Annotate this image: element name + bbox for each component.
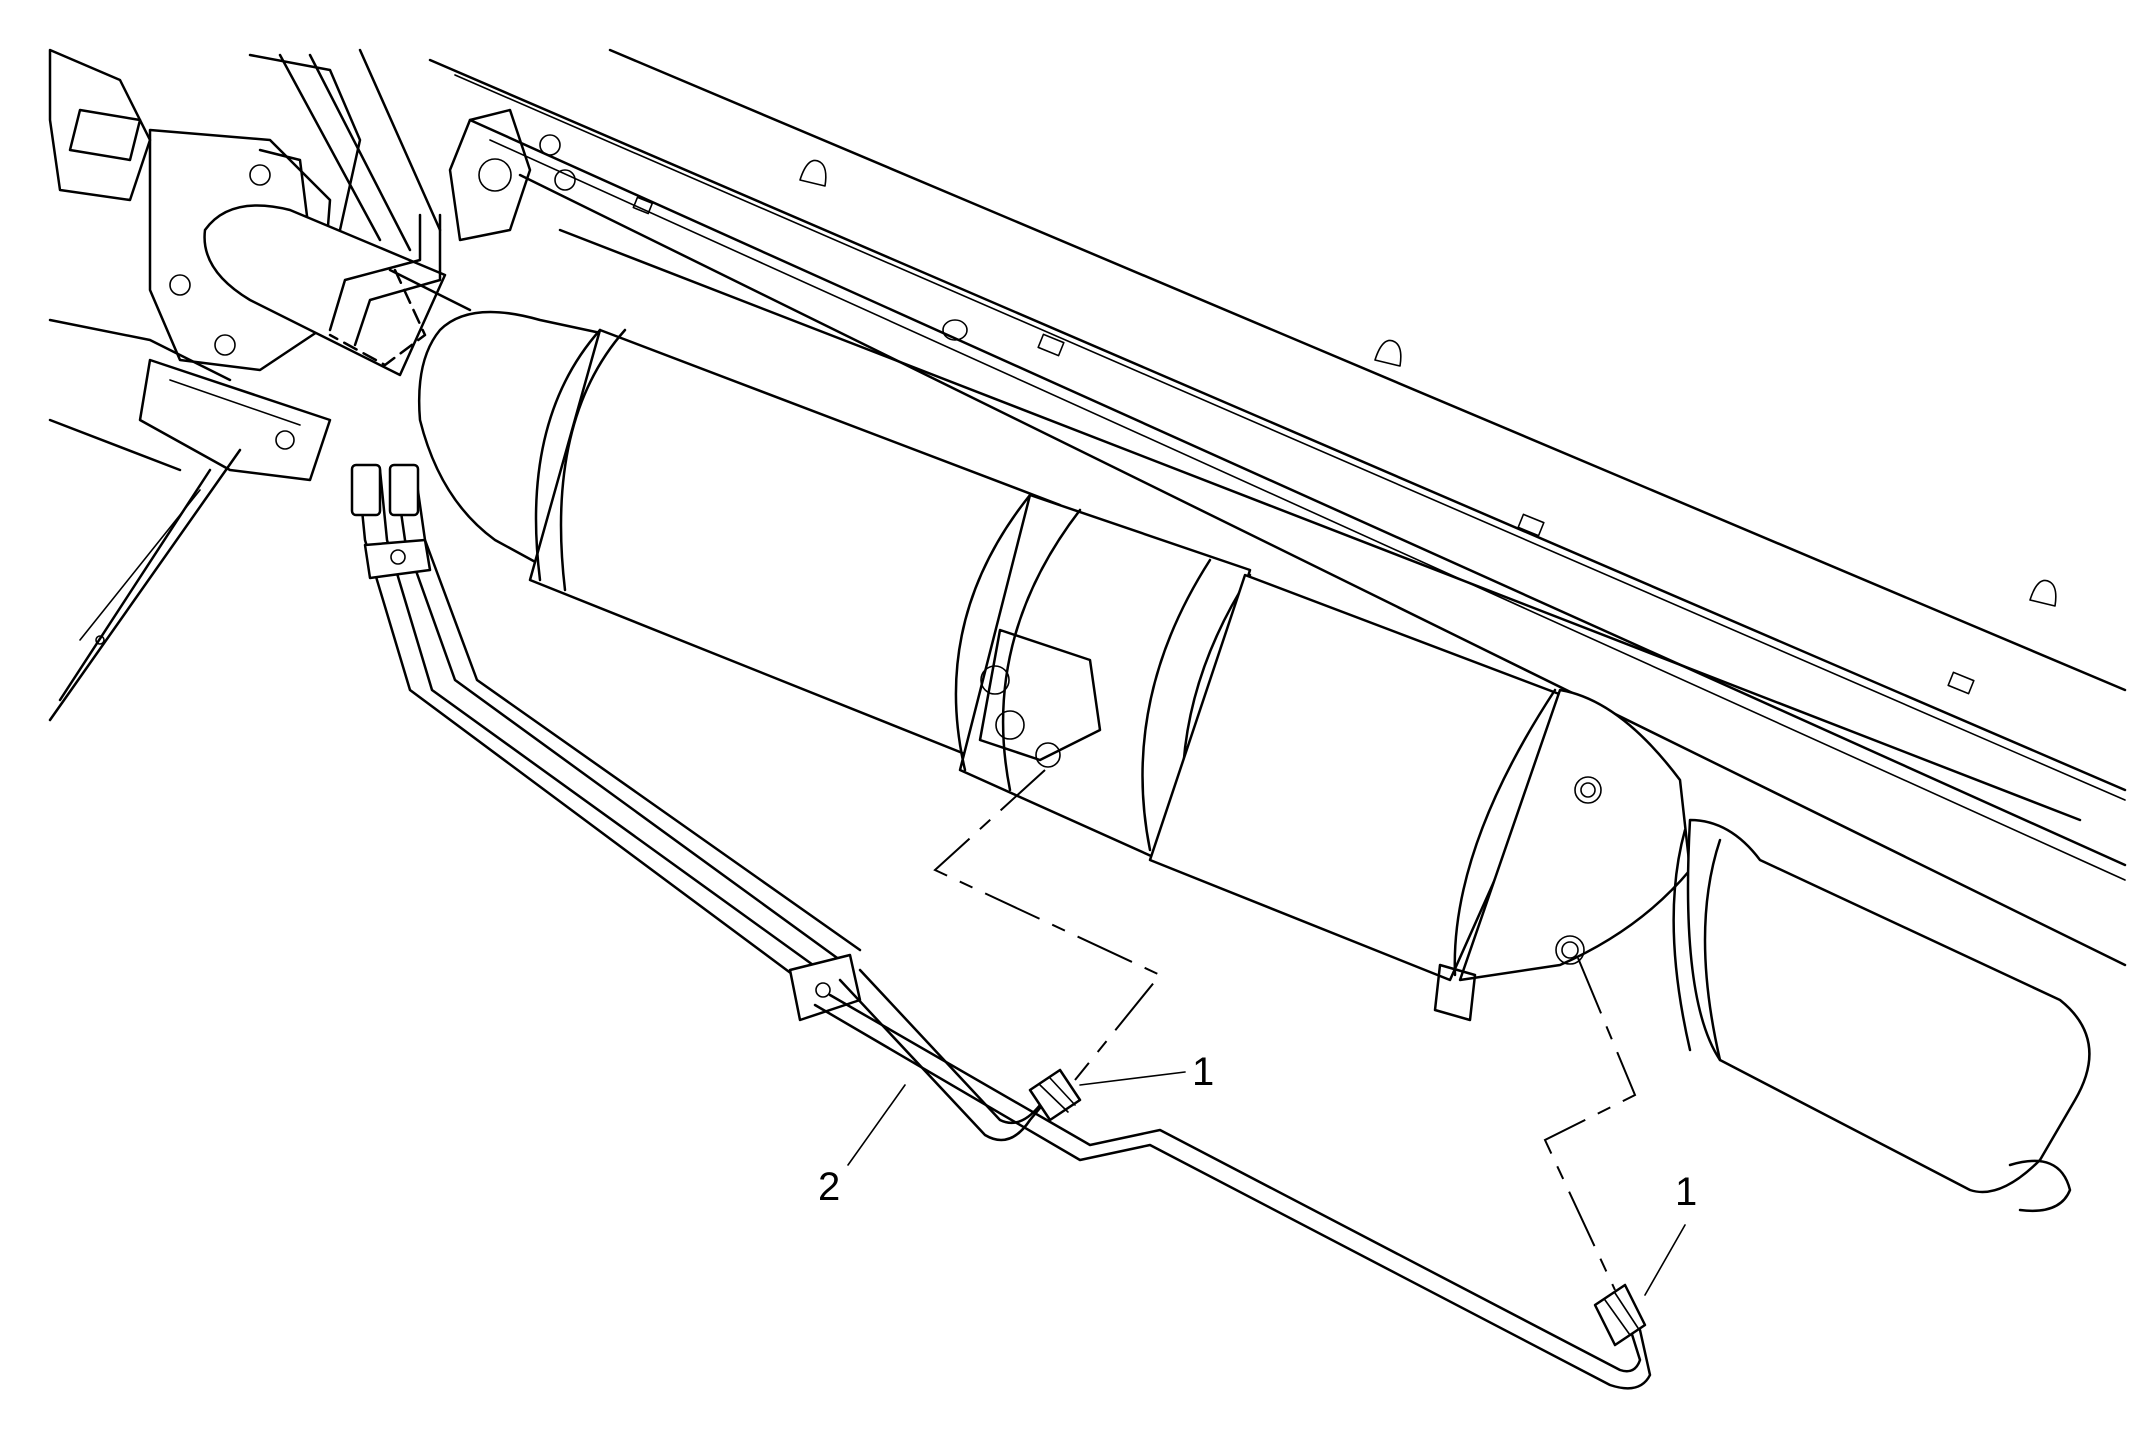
- exhaust-inlet-pipe: [203, 204, 472, 377]
- callout-label-fitting-lower: 1: [1675, 1170, 1697, 1214]
- callout-label-fitting-upper: 1: [1192, 1050, 1214, 1094]
- crossmember-mount: [48, 48, 576, 722]
- frame-rail: [428, 48, 2127, 967]
- exhaust-aftertreatment-body: [417, 310, 2091, 1213]
- pressure-sensor-pipe-assembly: [328, 213, 1652, 1390]
- upper-tube-fitting: [1028, 1068, 1082, 1122]
- callout-label-pipe-assembly: 2: [818, 1165, 840, 1209]
- callout-leaders: [847, 1071, 1686, 1296]
- lower-tube-fitting: [1593, 1283, 1647, 1347]
- connection-leaders: [933, 769, 1637, 1291]
